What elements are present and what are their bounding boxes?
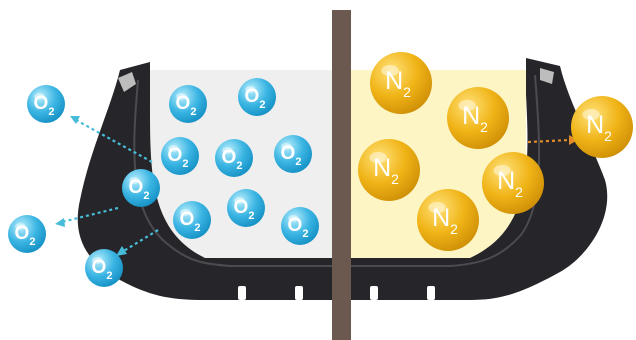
oxygen-molecule-icon: O2 xyxy=(173,201,211,239)
oxygen-molecule-icon: O2 xyxy=(161,137,199,175)
oxygen-molecule-icon: O2 xyxy=(227,189,265,227)
nitrogen-molecule-icon: N2 xyxy=(447,87,509,149)
oxygen-molecule-icon: O2 xyxy=(85,249,123,287)
oxygen-molecule-icon: O2 xyxy=(122,169,160,207)
oxygen-molecule-icon: O2 xyxy=(215,139,253,177)
oxygen-molecule-icon: O2 xyxy=(238,78,276,116)
oxygen-molecule-icon: O2 xyxy=(27,85,65,123)
oxygen-molecule-icon: O2 xyxy=(274,135,312,173)
nitrogen-molecule-icon: N2 xyxy=(358,139,420,201)
nitrogen-molecule-icon: N2 xyxy=(417,189,479,251)
nitrogen-molecule-icon: N2 xyxy=(571,96,633,158)
nitrogen-molecule-icon: N2 xyxy=(370,52,432,114)
oxygen-molecule-icon: O2 xyxy=(281,207,319,245)
divider-line xyxy=(332,10,351,340)
nitrogen-molecule-icon: N2 xyxy=(482,152,544,214)
oxygen-molecule-icon: O2 xyxy=(8,215,46,253)
oxygen-molecule-icon: O2 xyxy=(169,85,207,123)
